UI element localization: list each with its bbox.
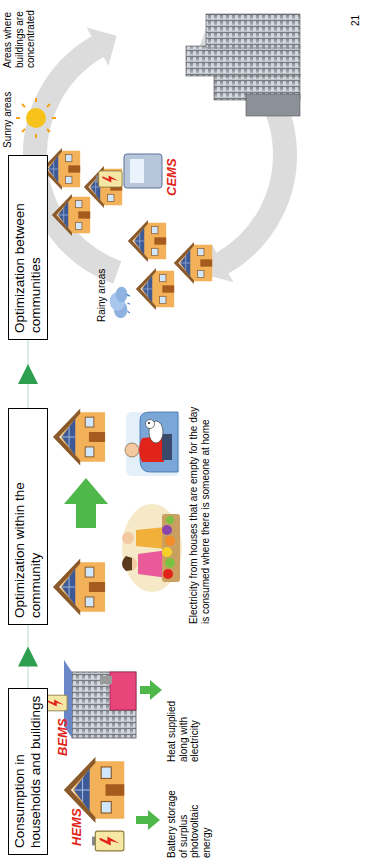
step-box: Optimization between communities	[8, 155, 48, 340]
battery-icon	[96, 171, 122, 187]
box-heading: Optimization between communities	[12, 162, 44, 333]
system-label: BEMS	[56, 706, 70, 756]
sun-icon	[16, 98, 56, 138]
house-icon	[53, 408, 105, 465]
caption-text: Rainy areas	[96, 252, 108, 322]
house-icon	[52, 194, 90, 236]
down-arrows	[136, 680, 162, 830]
battery-icon	[92, 831, 124, 851]
caption-text: 21	[350, 2, 362, 26]
step-box: Consumption in households and buildings	[8, 688, 48, 855]
flow-connector	[28, 625, 29, 688]
house-icon	[174, 242, 212, 284]
sunny-houses	[42, 148, 122, 236]
flow-connector	[28, 340, 29, 408]
building-cluster	[186, 14, 300, 116]
cloud-icon	[110, 287, 131, 318]
caption-text: Battery storage of surplus photovoltaic …	[166, 780, 212, 858]
house-icon	[53, 558, 105, 615]
flow-arrow	[64, 478, 108, 528]
house-icon	[128, 220, 166, 262]
hems-house	[64, 757, 124, 851]
caption-text: Sunny areas	[2, 88, 14, 148]
box-heading: Optimization within the community	[12, 415, 44, 618]
caption-text: Electricity from houses that are empty f…	[188, 398, 211, 624]
system-label: CEMS	[165, 146, 179, 196]
caption-text: Heat supplied along with electricity	[166, 674, 201, 762]
box-heading: Consumption in households and buildings	[12, 695, 44, 848]
rainy-houses	[128, 220, 212, 310]
house-icon	[136, 268, 174, 310]
community-houses	[53, 408, 108, 615]
system-label: HEMS	[70, 796, 84, 846]
caption-text: Areas where buildings are concentrated	[2, 2, 37, 68]
shopping-scene	[122, 504, 182, 592]
cems-device	[96, 154, 162, 188]
step-box: Optimization within the community	[8, 408, 48, 625]
man-with-dog	[125, 412, 180, 476]
house-icon	[84, 166, 122, 208]
